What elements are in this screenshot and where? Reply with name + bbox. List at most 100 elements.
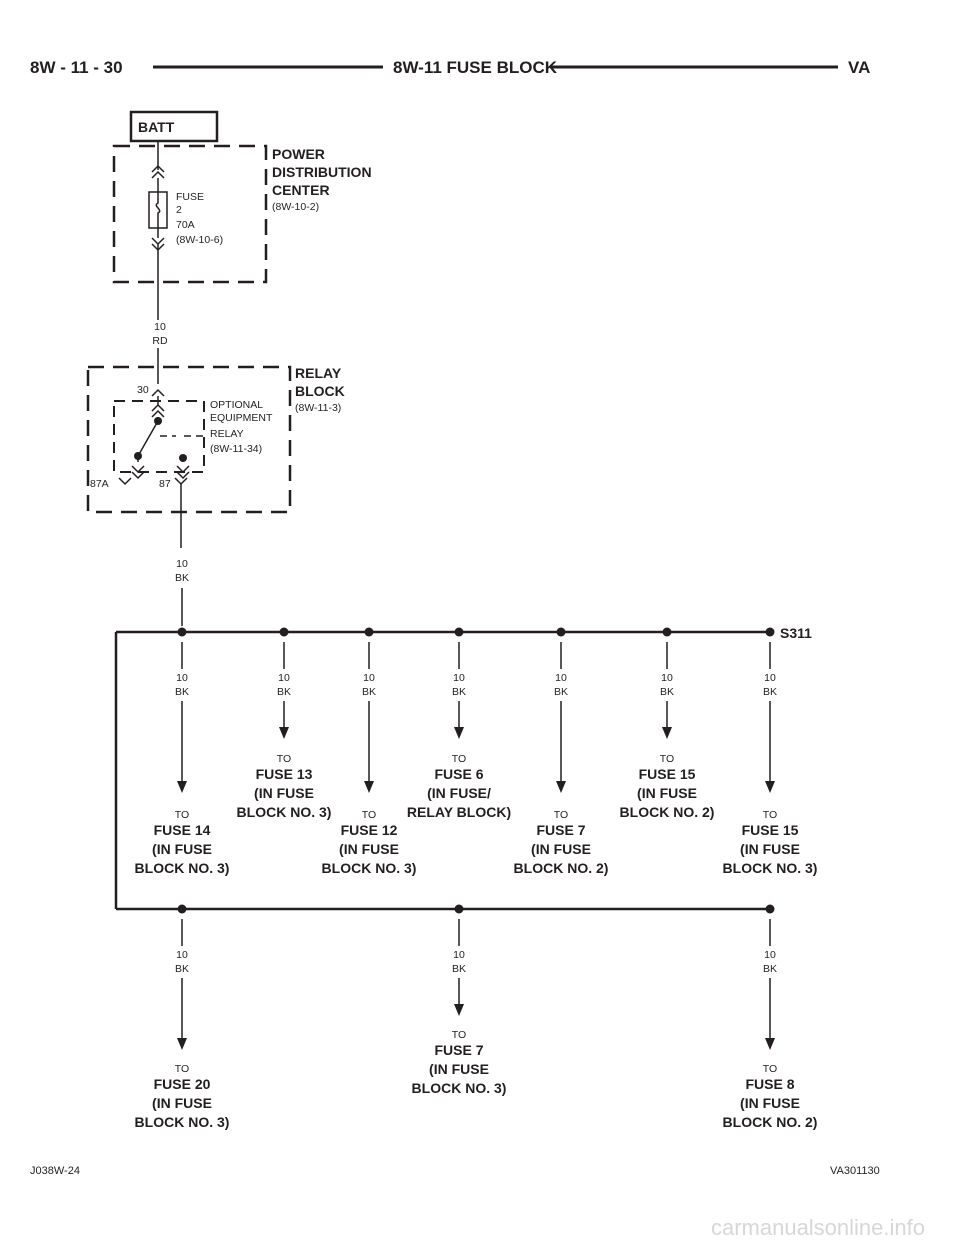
pdc-fuse-icon [148,141,168,320]
wire-gauge: 10 [453,672,465,684]
to-label: TO [763,809,777,821]
wire-color: BK [277,686,291,698]
relay-block-title-1: RELAY [295,365,342,381]
destination-line-2: (IN FUSE [339,841,399,857]
wire-gauge: 10 [176,949,188,961]
pin-30-label: 30 [137,384,149,396]
feed-wire-color: RD [152,335,168,347]
batt-label: BATT [138,119,175,135]
arrow-head [765,781,775,793]
destination-line-2: (IN FUSE [152,1095,212,1111]
splice-node [177,904,187,914]
to-label: TO [452,1029,466,1041]
arrow-head [454,1004,464,1016]
splice-node [556,627,566,637]
splice-bus [114,630,770,911]
destination-line-1: FUSE 14 [154,822,211,838]
wire-color: BK [362,686,376,698]
splice-node [364,627,374,637]
arrow-head [364,781,374,793]
destination-line-2: (IN FUSE [254,785,314,801]
watermark: carmanualsonline.info [711,1215,925,1240]
to-label: TO [763,1063,777,1075]
batt-box [129,110,219,143]
relay-label-4: (8W-11-34) [210,443,262,455]
destination-line-3: BLOCK NO. 3) [135,860,230,876]
arrow-head [279,727,289,739]
model-code: VA [848,58,870,77]
wire-color: BK [660,686,674,698]
relay-outline [113,400,205,473]
wire-color: BK [554,686,568,698]
page-title: 8W-11 FUSE BLOCK [393,58,558,77]
relay-switch-icon [118,388,204,548]
destination-line-3: BLOCK NO. 2) [514,860,609,876]
splice-node [765,904,775,914]
pdc-title-1: POWER [272,146,325,162]
to-label: TO [277,753,291,765]
destination-line-3: BLOCK NO. 3) [237,804,332,820]
relay-block-ref: (8W-11-3) [295,402,341,414]
destination-line-2: (IN FUSE [429,1061,489,1077]
destination-line-3: BLOCK NO. 3) [135,1114,230,1130]
to-label: TO [175,809,189,821]
destination-line-2: (IN FUSE [740,841,800,857]
footer-left-code: J038W-24 [30,1165,80,1177]
page-number: 8W - 11 - 30 [30,58,123,77]
wire-color: BK [763,963,777,975]
destination-line-2: (IN FUSE [637,785,697,801]
splice-label: S311 [780,625,812,641]
destination-line-1: FUSE 20 [154,1076,211,1092]
destination-line-1: FUSE 7 [536,822,585,838]
arrow-head [454,727,464,739]
wire-gauge: 10 [764,949,776,961]
destination-line-2: (IN FUSE [740,1095,800,1111]
splice-node [177,627,187,637]
splice-node [662,627,672,637]
pdc-outline [112,144,268,284]
destination-line-3: BLOCK NO. 3) [322,860,417,876]
relay-label-2: EQUIPMENT [210,412,273,424]
wire-gauge: 10 [278,672,290,684]
pdc-title-3: CENTER [272,182,330,198]
destination-line-3: BLOCK NO. 2) [723,1114,818,1130]
to-label: TO [175,1063,189,1075]
destination-line-3: BLOCK NO. 3) [723,860,818,876]
destination-line-3: BLOCK NO. 3) [412,1080,507,1096]
pdc-ref: (8W-10-2) [272,201,319,213]
splice-node [454,627,464,637]
arrow-head [662,727,672,739]
pdc-title-2: DISTRIBUTION [272,164,372,180]
wire-color: BK [175,686,189,698]
wire-gauge: 10 [764,672,776,684]
relay-block-outline [86,365,292,514]
destination-line-3: BLOCK NO. 2) [620,804,715,820]
fuse-ref: (8W-10-6) [176,234,223,246]
fuse-number: 2 [176,204,182,216]
arrow-head [556,781,566,793]
destination-line-1: FUSE 6 [434,766,483,782]
destination-line-1: FUSE 7 [434,1042,483,1058]
to-label: TO [452,753,466,765]
wire-color: BK [763,686,777,698]
wire-color: BK [452,963,466,975]
wire-gauge: 10 [176,672,188,684]
relay-no-contact [179,454,187,462]
relay-block-title-2: BLOCK [295,383,345,399]
wire-gauge: 10 [555,672,567,684]
destination-line-2: (IN FUSE/ [427,785,491,801]
wire-gauge: 10 [661,672,673,684]
destination-line-1: FUSE 13 [256,766,313,782]
destination-line-2: (IN FUSE [152,841,212,857]
to-label: TO [554,809,568,821]
